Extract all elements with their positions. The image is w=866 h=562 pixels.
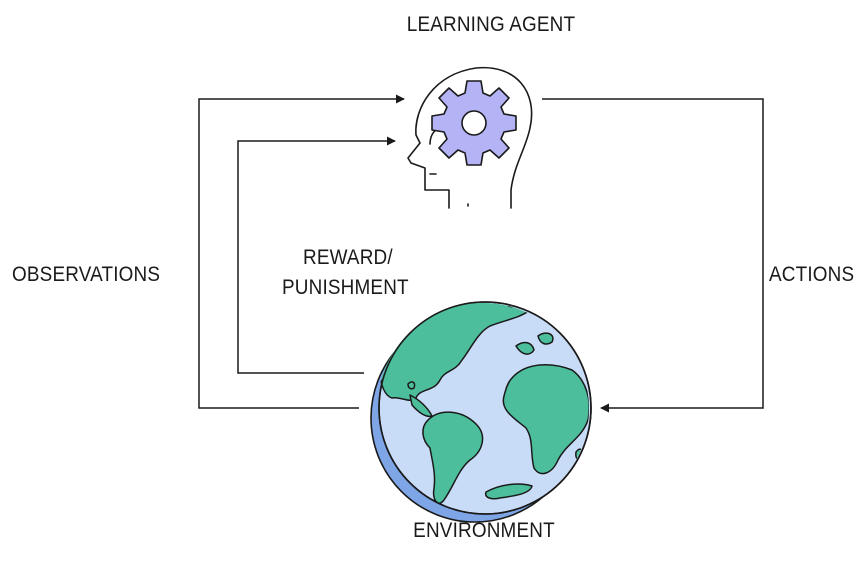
head-with-gear-icon xyxy=(407,66,533,209)
environment-label: ENVIRONMENT xyxy=(413,519,555,542)
reward-label-line1: REWARD/ xyxy=(303,246,393,269)
observations-arrow xyxy=(198,94,405,409)
agent-label: LEARNING AGENT xyxy=(406,13,576,36)
observations-label: OBSERVATIONS xyxy=(12,263,161,286)
globe-icon xyxy=(370,301,592,523)
actions-arrow xyxy=(542,98,764,413)
reward-label-line2: PUNISHMENT xyxy=(282,276,409,299)
gear-icon xyxy=(431,80,517,166)
flow-arrows xyxy=(198,94,764,413)
reward-arrow xyxy=(237,136,396,374)
actions-label: ACTIONS xyxy=(769,263,855,286)
